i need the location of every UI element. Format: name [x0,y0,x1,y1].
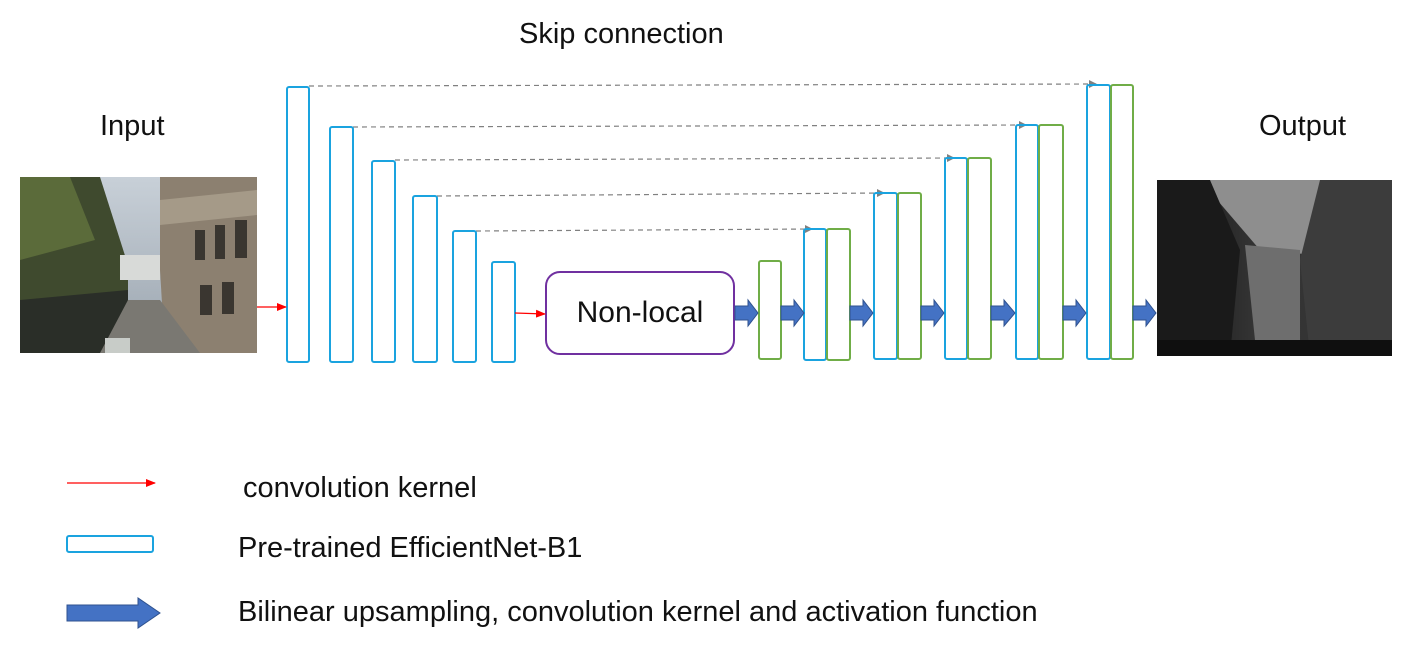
decoder-block-3b [897,192,922,360]
nonlocal-module [545,271,735,355]
decoder-block-4a [944,157,968,360]
encoder-block-3 [371,160,396,363]
decoder-block-3a [873,192,898,360]
output-depth-image [1157,180,1392,356]
legend-bilinear-text: Bilinear upsampling, convolution kernel … [238,596,1038,628]
legend-conv-text: convolution kernel [243,472,477,504]
upsample-arrow-2 [780,298,805,328]
decoder-block-2a [803,228,827,361]
upsample-arrow-1 [734,298,759,328]
encoder-blocks [286,86,516,363]
conv-arrow-nonlocal [514,309,546,318]
decoder-block-4b [967,157,992,360]
conv-arrows [257,303,546,318]
skip-arrow-4 [436,189,885,198]
skip-arrow-5 [475,225,813,234]
encoder-block-6 [491,261,516,363]
upsample-arrows [734,298,1157,328]
skip-connections [308,80,1097,234]
decoder-block-5a [1015,124,1039,360]
legend-upsample-arrow-icon [66,597,161,629]
upsample-arrow-6 [1062,298,1087,328]
decoder-block-6a [1086,84,1111,360]
decoder-block-1 [758,260,782,360]
encoder-block-4 [412,195,438,363]
decoder-block-5b [1038,124,1064,360]
skip-arrow-3 [394,154,955,163]
upsample-arrow-7 [1132,298,1157,328]
input-image [20,177,257,353]
input-label: Input [100,110,165,142]
encoder-block-2 [329,126,354,363]
upsample-arrow-5 [990,298,1016,328]
skip-arrow-1 [308,80,1097,89]
output-label: Output [1259,110,1347,142]
legend-symbols [66,479,161,629]
encoder-block-1 [286,86,310,363]
legend-pretrained-text: Pre-trained EfficientNet-B1 [238,532,583,564]
skip-arrow-2 [352,121,1027,130]
skip-connection-label: Skip connection [519,18,724,50]
upsample-arrow-4 [920,298,945,328]
decoder-block-2b [826,228,851,361]
legend-encoder-block-icon [66,535,154,553]
encoder-block-5 [452,230,477,363]
decoder-block-6b [1110,84,1134,360]
nonlocal-label: Non-local [576,296,704,329]
decoder-blocks [758,84,1134,361]
upsample-arrow-3 [849,298,874,328]
